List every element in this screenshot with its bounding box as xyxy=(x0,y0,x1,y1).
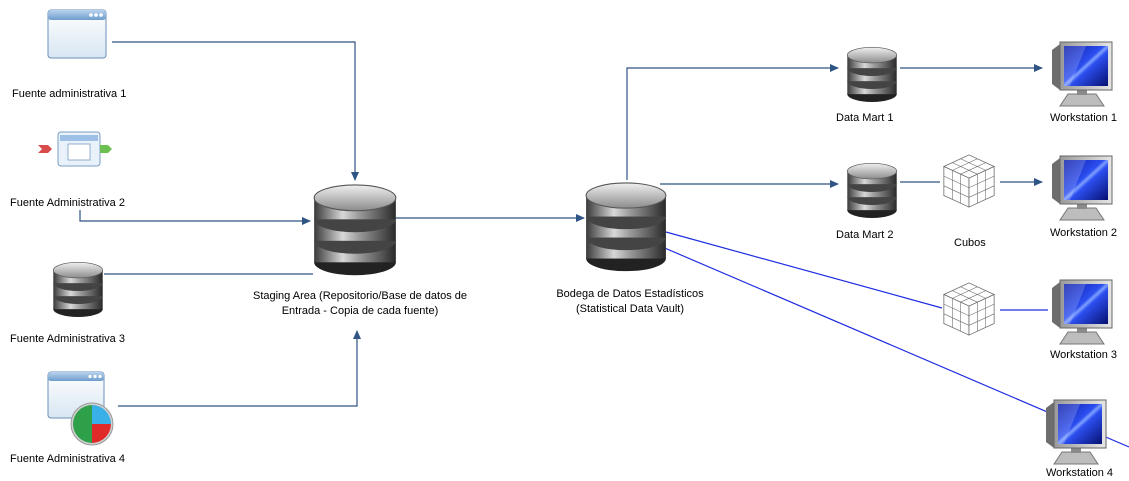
source-3-label: Fuente Administrativa 3 xyxy=(10,333,125,345)
warehouse-label-line2: (Statistical Data Vault) xyxy=(575,303,684,315)
workstation-1-label: Workstation 1 xyxy=(1050,112,1118,124)
cube-icon xyxy=(943,282,995,336)
staging-label: Staging Area (Repositorio/Base de datos … xyxy=(220,289,500,319)
connector-source4-staging xyxy=(118,330,361,407)
staging-label-line1: Staging Area (Repositorio/Base de datos … xyxy=(252,290,468,302)
database-icon xyxy=(585,182,667,272)
connector-warehouse-mart1 xyxy=(626,64,839,180)
window-pie-chart-icon xyxy=(47,371,114,446)
monitor-icon xyxy=(1051,41,1113,107)
monitor-icon xyxy=(1051,279,1113,345)
warehouse-label: Bodega de Datos Estadísticos (Statistica… xyxy=(520,287,740,317)
cube-icon xyxy=(943,154,995,208)
window-icon xyxy=(47,9,107,59)
database-icon xyxy=(313,184,397,276)
workstation-3-label: Workstation 3 xyxy=(1050,349,1118,361)
process-window-icon xyxy=(38,131,112,167)
source-4-label: Fuente Administrativa 4 xyxy=(10,453,125,465)
cubes-label: Cubos xyxy=(954,237,986,249)
source-1-label: Fuente administrativa 1 xyxy=(12,88,127,100)
connector-source2-staging xyxy=(79,210,311,225)
data-mart-2-label: Data Mart 2 xyxy=(836,229,894,241)
warehouse-label-line1: Bodega de Datos Estadísticos xyxy=(556,288,704,300)
data-mart-1-label: Data Mart 1 xyxy=(836,112,894,124)
database-icon xyxy=(846,162,898,219)
source-2-label: Fuente Administrativa 2 xyxy=(10,197,125,209)
database-icon xyxy=(846,46,898,103)
monitor-icon xyxy=(1051,155,1113,221)
database-icon xyxy=(52,262,104,318)
connector-source1-staging xyxy=(112,41,359,181)
workstation-2-label: Workstation 2 xyxy=(1050,227,1118,239)
workstation-4-label: Workstation 4 xyxy=(1046,467,1114,479)
staging-label-line2: Entrada - Copia de cada fuente) xyxy=(281,305,439,317)
connector-warehouse-cubes xyxy=(665,231,943,309)
monitor-icon xyxy=(1045,399,1107,465)
